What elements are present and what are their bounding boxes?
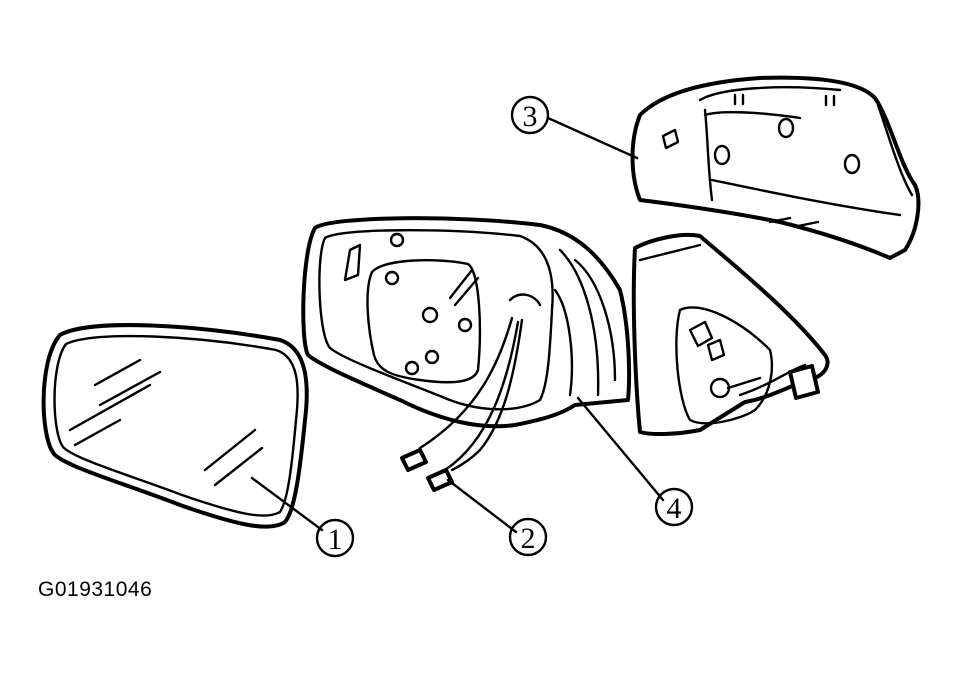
callout-4-label: 4 <box>667 492 682 525</box>
callout-2-label: 2 <box>521 522 536 555</box>
wire-connectors <box>400 448 454 492</box>
figure-code: G01931046 <box>38 578 153 601</box>
callout-3-label: 3 <box>523 100 538 133</box>
mounting-bracket <box>631 232 830 437</box>
leader-lines <box>250 116 665 534</box>
callout-4: 4 <box>654 487 694 527</box>
callout-2: 2 <box>508 517 548 557</box>
mirror-cover <box>630 75 921 260</box>
callout-3: 3 <box>510 95 550 135</box>
callout-1: 1 <box>315 518 355 558</box>
callout-1-label: 1 <box>328 523 343 556</box>
mirror-glass <box>41 323 309 529</box>
mirror-housing <box>301 216 632 472</box>
